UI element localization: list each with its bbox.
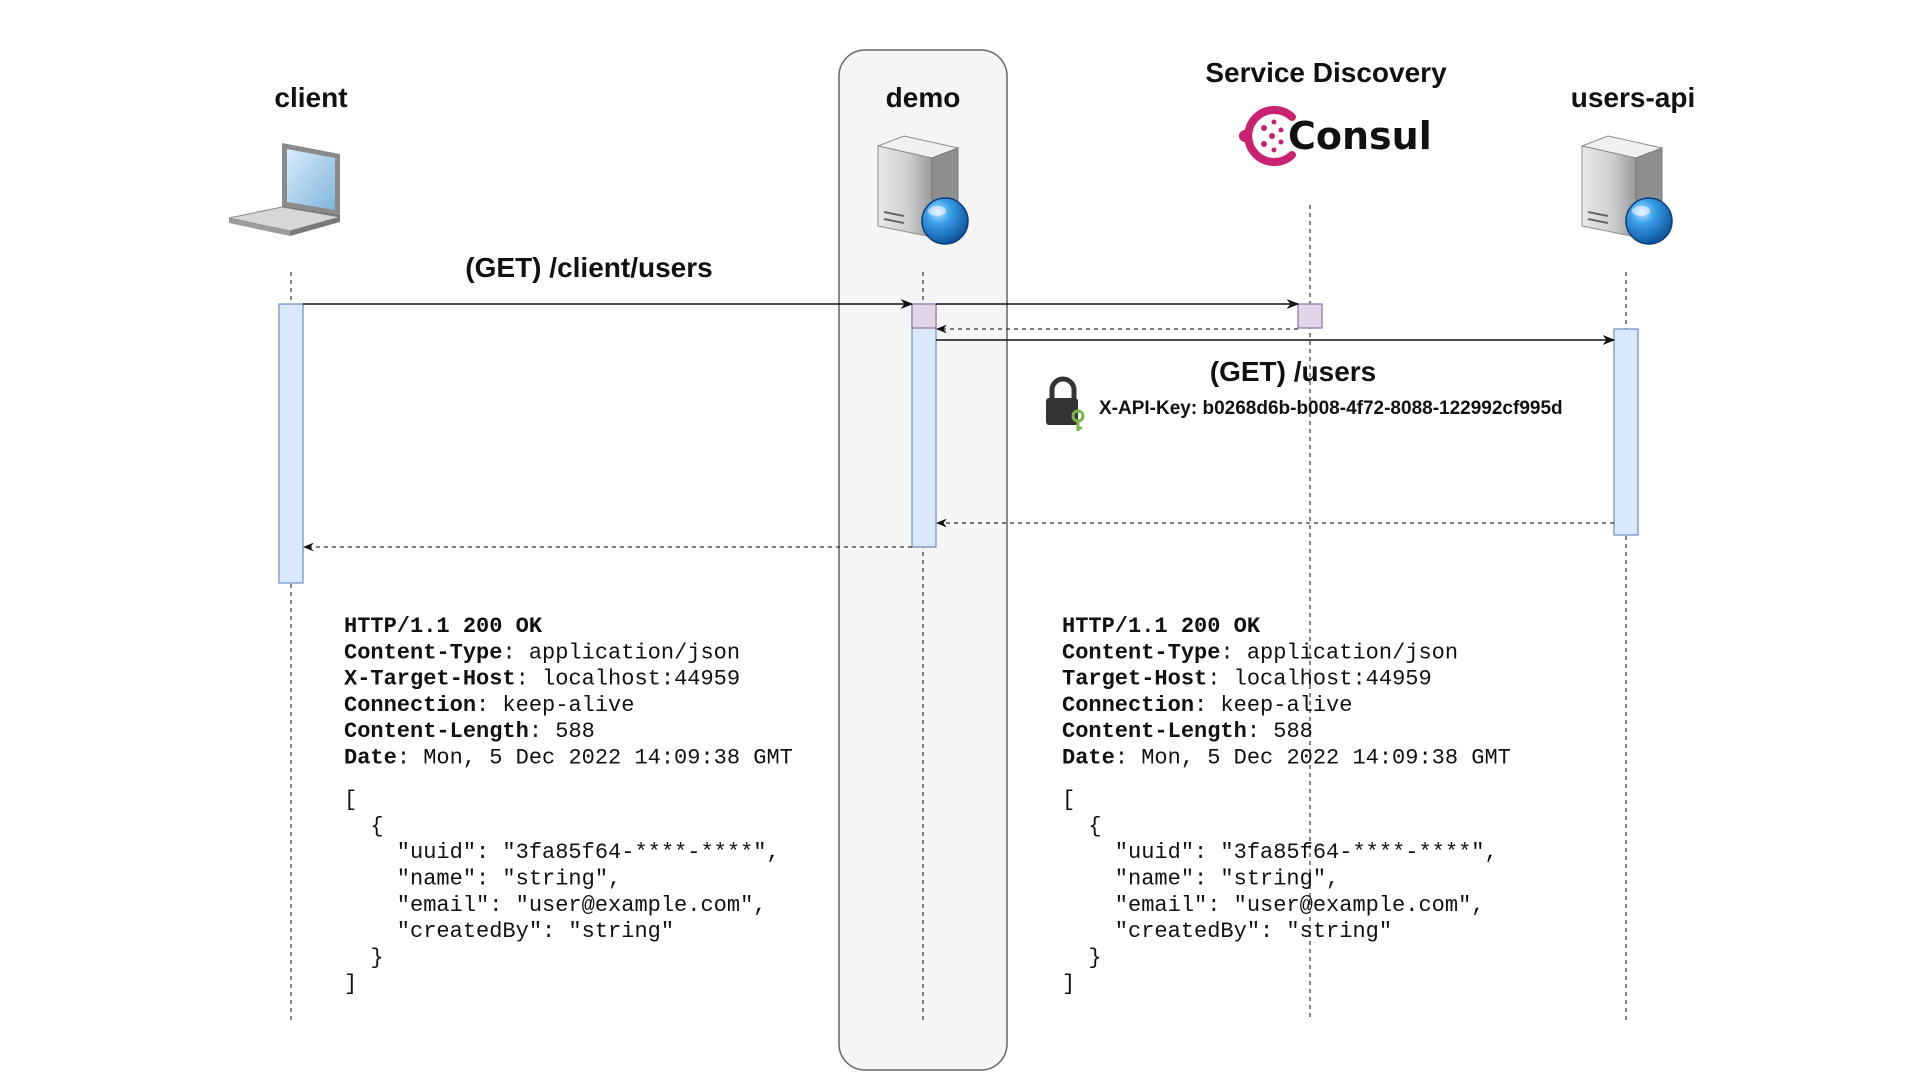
response-body-line: [ [1062, 788, 1075, 813]
response-body-line: [ [344, 788, 357, 813]
participant-label-users-api: users-api [1571, 82, 1696, 113]
response-header-value: : Mon, 5 Dec 2022 14:09:38 GMT [397, 746, 793, 771]
response-body-line: "uuid": "3fa85f64-****-****", [344, 840, 780, 865]
server-globe-icon [1580, 135, 1673, 245]
response-status-line: HTTP/1.1 200 OK [344, 614, 543, 639]
response-body-line: } [1062, 945, 1102, 970]
response-body-line: "createdBy": "string" [1062, 919, 1392, 944]
response-body-line: "name": "string", [1062, 866, 1339, 891]
response-header-value: : keep-alive [1194, 693, 1352, 718]
activation-bar-demo [911, 303, 937, 548]
response-header-value: : application/json [502, 640, 740, 665]
response-header-name: Content-Length [344, 719, 529, 744]
response-header-name: Connection [1062, 693, 1194, 718]
response-header-value: : localhost:44959 [1207, 667, 1431, 692]
response-header-name: X-Target-Host [344, 667, 516, 692]
response-header-line: Content-Length: 588 [1062, 719, 1313, 744]
response-body-line: { [344, 814, 384, 839]
response-body-line: "email": "user@example.com", [344, 893, 766, 918]
message-label-client-request: (GET) /client/users [465, 252, 712, 283]
response-header-line: Connection: keep-alive [1062, 693, 1352, 718]
response-header-line: Content-Type: application/json [1062, 640, 1458, 665]
response-header-line: Target-Host: localhost:44959 [1062, 667, 1432, 692]
participant-label-service-discovery: Service Discovery [1205, 57, 1447, 88]
activation-bar-client [278, 303, 304, 584]
response-header-name: Content-Length [1062, 719, 1247, 744]
response-status-line: HTTP/1.1 200 OK [1062, 614, 1261, 639]
response-body-line: "email": "user@example.com", [1062, 893, 1484, 918]
response-header-name: Connection [344, 693, 476, 718]
consul-logo-icon [1239, 106, 1296, 166]
response-header-name: Date [1062, 746, 1115, 771]
response-body-line: } [344, 945, 384, 970]
response-body-line: { [1062, 814, 1102, 839]
response-body-line: "name": "string", [344, 866, 621, 891]
response-header-value: : application/json [1220, 640, 1458, 665]
response-header-line: Content-Length: 588 [344, 719, 595, 744]
message-label-demo-request: (GET) /users [1210, 356, 1376, 387]
response-header-value: : 588 [529, 719, 595, 744]
response-header-value: : keep-alive [476, 693, 634, 718]
response-header-name: Target-Host [1062, 667, 1207, 692]
response-header-name: Date [344, 746, 397, 771]
activation-bar-users-api [1613, 328, 1639, 536]
response-header-value: : Mon, 5 Dec 2022 14:09:38 GMT [1115, 746, 1511, 771]
participant-label-demo: demo [886, 82, 961, 113]
response-header-line: Date: Mon, 5 Dec 2022 14:09:38 GMT [1062, 746, 1511, 771]
consul-logo-text: Consul [1288, 114, 1432, 158]
api-key-header: X-API-Key: b0268d6b-b008-4f72-8088-12299… [1099, 398, 1563, 419]
lock-key-icon [1046, 376, 1085, 431]
response-header-line: Connection: keep-alive [344, 693, 634, 718]
laptop-icon [228, 143, 341, 236]
response-header-name: Content-Type [1062, 640, 1220, 665]
response-header-line: Content-Type: application/json [344, 640, 740, 665]
response-header-value: : 588 [1247, 719, 1313, 744]
response-body-line: ] [1062, 972, 1075, 997]
participant-label-client: client [274, 82, 347, 113]
response-body-line: "uuid": "3fa85f64-****-****", [1062, 840, 1498, 865]
response-header-line: Date: Mon, 5 Dec 2022 14:09:38 GMT [344, 746, 793, 771]
response-header-name: Content-Type [344, 640, 502, 665]
response-header-value: : localhost:44959 [516, 667, 740, 692]
activation-bar-service-discovery [1297, 303, 1323, 329]
activation-bar-demo-lookup [911, 303, 937, 329]
response-body-line: "createdBy": "string" [344, 919, 674, 944]
server-globe-icon [876, 135, 969, 245]
response-body-line: ] [344, 972, 357, 997]
response-header-line: X-Target-Host: localhost:44959 [344, 667, 740, 692]
